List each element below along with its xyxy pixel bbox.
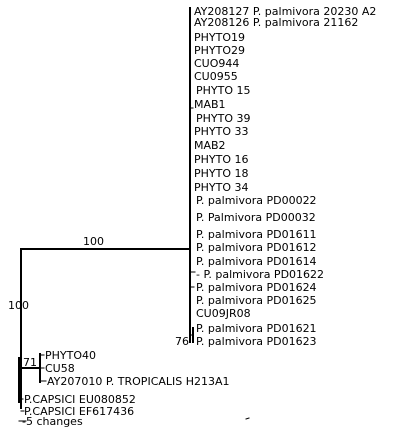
- taxon-labels: AY208127 P. palmivora 20230 A2 AY208126 …: [24, 5, 376, 418]
- taxon-label: CU09JR08: [196, 307, 251, 320]
- taxon-label: P.CAPSICI EU080852: [24, 393, 136, 406]
- support-pd-clade: 76: [175, 335, 189, 348]
- taxon-label: AY208127 P. palmivora 20230 A2: [194, 5, 376, 18]
- taxon-label: AY208126 P. palmivora 21162: [194, 16, 358, 29]
- taxon-label: PHYTO 15: [196, 84, 251, 97]
- support-tropicalis-clade: 71: [23, 356, 37, 369]
- taxon-label: P. palmivora PD01611: [196, 228, 317, 241]
- support-values: 100 100 71 76: [8, 235, 189, 369]
- taxon-label: P. palmivora PD01623: [196, 335, 317, 348]
- taxon-label: CU58: [45, 362, 75, 375]
- taxon-label: PHYTO29: [194, 44, 245, 57]
- taxon-label: PHYTO 34: [194, 181, 249, 194]
- taxon-label: CU0955: [194, 70, 238, 83]
- taxon-label: P. palmivora PD01624: [196, 281, 317, 294]
- taxon-label: P. Palmivora PD00032: [196, 211, 316, 224]
- taxon-label: - P. palmivora PD01622: [196, 268, 324, 281]
- support-palmivora-clade: 100: [83, 235, 104, 248]
- taxon-label: P. palmivora PD00022: [196, 194, 317, 207]
- taxon-label: MAB2: [194, 139, 226, 152]
- taxon-label: PHYTO 16: [194, 153, 249, 166]
- taxon-label: PHYTO 39: [196, 112, 251, 125]
- stray-mark: [245, 417, 250, 420]
- taxon-label: P. palmivora PD01612: [196, 241, 317, 254]
- taxon-label: P. palmivora PD01614: [196, 255, 317, 268]
- tree-branches: [18, 7, 196, 422]
- scale-label: -5 changes: [22, 415, 83, 428]
- taxon-label: P.CAPSICI EF617436: [24, 405, 134, 418]
- taxon-label: PHYTO 33: [194, 125, 249, 138]
- taxon-label: P. palmivora PD01625: [196, 294, 317, 307]
- taxon-label: MAB1: [194, 98, 226, 111]
- taxon-label: PHYTO40: [45, 349, 96, 362]
- taxon-label: PHYTO 18: [194, 167, 249, 180]
- support-inner-clade: 100: [8, 299, 29, 312]
- taxon-label: CUO944: [194, 57, 239, 70]
- taxon-label: P. palmivora PD01621: [196, 322, 317, 335]
- taxon-label: PHYTO19: [194, 31, 245, 44]
- taxon-label: AY207010 P. TROPICALIS H213A1: [47, 375, 230, 388]
